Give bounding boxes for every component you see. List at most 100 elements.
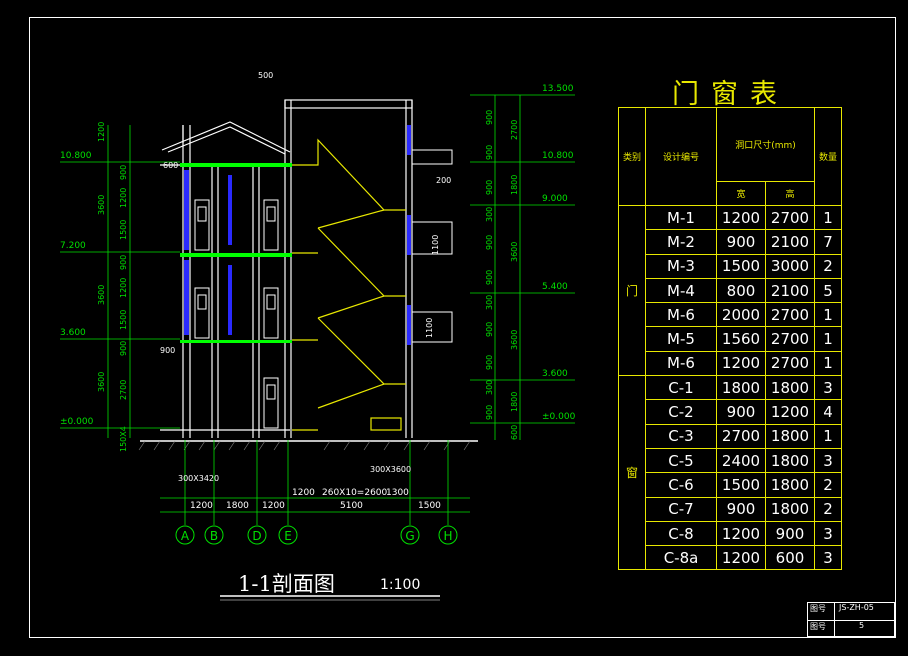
title-block: 图号 JS-ZH-05 图号 5 <box>807 602 895 637</box>
misc-900: 900 <box>160 346 175 355</box>
rdim-i5: 900 <box>485 235 494 250</box>
rdim-i8: 900 <box>485 322 494 337</box>
cell-code: C-2 <box>645 399 717 425</box>
balconies <box>411 149 453 343</box>
door-window-table-title: 门窗表 <box>672 79 789 110</box>
axis-letters: A B D E G H <box>181 529 453 543</box>
rdim-o6: 600 <box>510 425 519 440</box>
right-dimension-values: 2700 1800 3600 3600 1800 600 900 900 900… <box>485 110 519 440</box>
drawing-scale: 1:100 <box>380 577 421 593</box>
ldim-1: 1200 <box>97 122 106 142</box>
cell-count: 1 <box>814 423 842 449</box>
rdim-i10: 300 <box>485 380 494 395</box>
header-code: 设计编号 <box>645 107 717 206</box>
axis-e: E <box>284 529 292 543</box>
bdim-1: 1200 <box>190 501 213 511</box>
header-opening: 洞口尺寸(mm) <box>716 107 815 182</box>
left-elevations: 10.800 7.200 3.600 ±0.000 <box>60 151 94 427</box>
cell-width: 900 <box>716 399 766 425</box>
elev-left-4: ±0.000 <box>60 417 94 427</box>
axis-a: A <box>181 529 190 543</box>
cell-code: M-6 <box>645 350 717 377</box>
elev-left-3: 3.600 <box>60 328 86 338</box>
ldim-9: 1500 <box>119 310 128 330</box>
rdim-i1: 900 <box>485 110 494 125</box>
right-dimension-lines <box>470 94 575 440</box>
ldim-8: 1200 <box>119 278 128 298</box>
cell-width: 1500 <box>716 253 766 279</box>
cell-code: M-6 <box>645 302 717 328</box>
misc-200: 200 <box>436 176 451 185</box>
title-block-value-2: 5 <box>859 620 865 630</box>
axis-d: D <box>252 529 261 543</box>
cell-code: C-8 <box>645 520 717 547</box>
bottom-dimension-lines <box>160 440 470 525</box>
cell-code: M-5 <box>645 326 717 352</box>
elev-right-3: 9.000 <box>542 194 568 204</box>
cell-width: 2700 <box>716 423 766 449</box>
group-label: 窗 <box>618 375 646 571</box>
cell-height: 2100 <box>765 277 815 304</box>
title-block-value-1: JS-ZH-05 <box>839 603 874 612</box>
cell-code: C-7 <box>645 496 717 522</box>
rdim-o3: 3600 <box>510 242 519 262</box>
elev-left-2: 7.200 <box>60 241 86 251</box>
bdim-6: 1300 <box>386 488 409 498</box>
title-block-label-2: 图号 <box>808 620 835 637</box>
cell-width: 1500 <box>716 472 766 498</box>
axis-bubbles <box>175 525 458 545</box>
rdim-o4: 3600 <box>510 330 519 350</box>
cell-count: 3 <box>814 375 842 401</box>
axis-b: B <box>210 529 218 543</box>
misc-1100b: 1100 <box>425 318 434 338</box>
misc-labels: 500 600 200 900 300X3420 300X3600 1100 1… <box>160 71 451 483</box>
cell-height: 1200 <box>765 399 815 425</box>
cell-count: 2 <box>814 496 842 522</box>
cell-count: 1 <box>814 326 842 352</box>
ldim-6: 900 <box>119 255 128 270</box>
rdim-i11: 900 <box>485 405 494 420</box>
cell-count: 5 <box>814 277 842 304</box>
ldim-10: 900 <box>119 341 128 356</box>
cell-count: 1 <box>814 350 842 377</box>
misc-500: 500 <box>258 71 273 80</box>
rdim-i4: 300 <box>485 207 494 222</box>
cell-code: C-6 <box>645 472 717 498</box>
header-width: 宽 <box>716 181 766 206</box>
misc-1100a: 1100 <box>431 235 440 255</box>
ground-hatch <box>138 440 471 451</box>
cell-height: 1800 <box>765 375 815 401</box>
cell-width: 1560 <box>716 326 766 352</box>
cell-height: 3000 <box>765 253 815 279</box>
cell-count: 2 <box>814 472 842 498</box>
cell-code: C-8a <box>645 545 717 571</box>
rdim-o2: 1800 <box>510 175 519 195</box>
elev-right-1: 13.500 <box>542 84 574 94</box>
cell-width: 800 <box>716 277 766 304</box>
cell-height: 2100 <box>765 229 815 255</box>
misc-300x3600: 300X3600 <box>370 465 411 474</box>
bdim-total: 5100 <box>340 501 363 511</box>
right-elevations: 13.500 10.800 9.000 5.400 3.600 ±0.000 <box>542 84 576 422</box>
ldim-5: 1500 <box>119 220 128 240</box>
cell-width: 1200 <box>716 350 766 377</box>
ldim-7: 3600 <box>97 285 106 305</box>
rdim-i9: 900 <box>485 355 494 370</box>
cell-count: 2 <box>814 253 842 279</box>
ldim-4: 1200 <box>119 188 128 208</box>
rdim-i2: 900 <box>485 145 494 160</box>
drawing-frame <box>29 17 896 638</box>
ldim-11: 3600 <box>97 372 106 392</box>
floor-slabs <box>180 163 292 343</box>
cell-code: M-3 <box>645 253 717 279</box>
elev-right-2: 10.800 <box>542 151 574 161</box>
cell-height: 2700 <box>765 326 815 352</box>
rdim-i3: 900 <box>485 180 494 195</box>
ldim-13: 150X4 <box>119 426 128 452</box>
